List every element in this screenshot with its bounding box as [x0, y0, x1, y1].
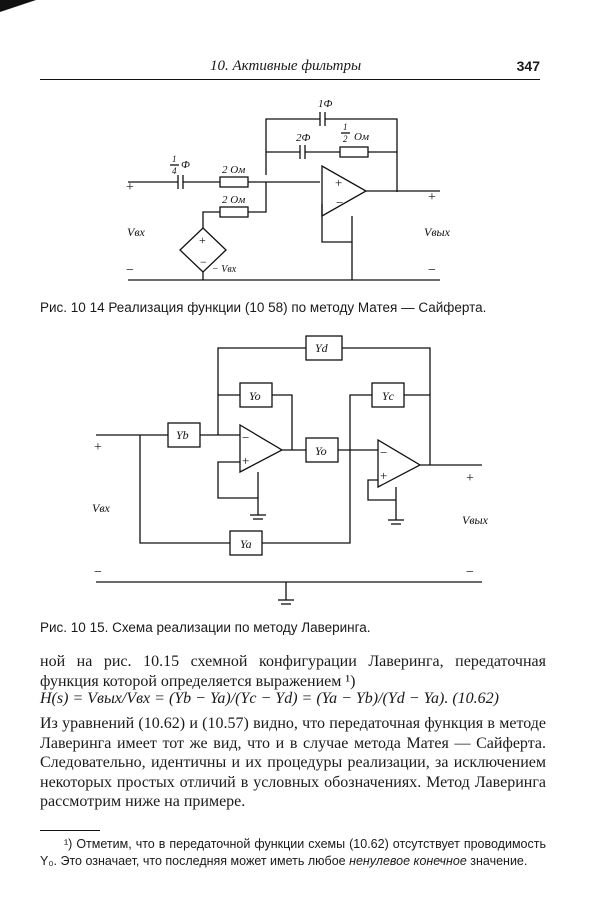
wire — [321, 204, 353, 243]
wire — [262, 450, 351, 544]
footnote-rule — [40, 830, 100, 831]
opamp-1 — [239, 423, 284, 474]
footnote: ¹) Отметим, что в передаточной функции с… — [40, 836, 546, 870]
plus-out: + — [466, 471, 474, 486]
op2-minus: − — [380, 445, 387, 460]
src-plus: + — [199, 233, 206, 247]
op2-plus: + — [380, 468, 387, 483]
wire — [217, 347, 306, 435]
body-paragraph-2: Из уравнений (10.62) и (10.57) видно, чт… — [40, 715, 546, 810]
resistor-2om-top — [219, 176, 249, 188]
wire — [342, 347, 431, 465]
opamp-2 — [377, 438, 422, 489]
res-2om-bottom-label: 2 Ом — [222, 194, 245, 206]
figure-10-15-caption: Рис. 10 15. Схема реализации по методу Л… — [40, 620, 371, 635]
res-half-num: 1 — [343, 122, 348, 132]
plus-in: + — [126, 180, 134, 195]
figure-10-15-circuit: Yd Yo Yc Yb − + Yo − + Ya + − + − Vвх Vв… — [92, 335, 489, 605]
resistor-half-ohm — [339, 146, 369, 158]
yc-label: Yc — [382, 389, 395, 403]
footnote-italic: ненулевое конечное — [349, 854, 467, 868]
page-number: 347 — [516, 58, 540, 74]
admittance-ya — [229, 530, 263, 556]
equation-10-62: H(s) = Vвых/Vвх = (Yb − Ya)/(Yc − Yd) = … — [40, 690, 499, 707]
res-2om-top-label: 2 Ом — [222, 164, 245, 176]
minus-in: − — [126, 263, 134, 278]
figure-10-14-caption: Рис. 10 14 Реализация функции (10 58) по… — [40, 300, 487, 315]
opamp — [321, 164, 368, 218]
plus-out: + — [428, 190, 436, 205]
body-paragraph-1: ной на рис. 10.15 схемной конфигурации Л… — [40, 653, 546, 690]
wire — [272, 394, 293, 450]
wire — [248, 182, 267, 213]
plus-in: + — [94, 440, 102, 455]
wire — [367, 479, 396, 501]
wire — [202, 211, 220, 228]
wire — [349, 394, 372, 450]
admittance-yc — [371, 382, 405, 408]
op1-minus: − — [242, 430, 249, 445]
admittance-yo-2 — [305, 437, 339, 463]
footnote-text-a: ¹) Отметим, что в передаточной функции с… — [40, 837, 546, 868]
figure-10-14-circuit: 1Ф 2Ф 1 2 Ом 1 4 Ф 2 Ом 2 Ом + − − Vвх +… — [126, 98, 451, 281]
yo1-label: Yo — [249, 389, 261, 403]
res-half-den: 2 — [343, 134, 348, 144]
op1-plus: + — [242, 453, 249, 468]
cap-quarter-unit: Ф — [181, 159, 190, 171]
admittance-yb — [167, 422, 201, 448]
yd-label: Yd — [315, 341, 329, 355]
yb-label: Yb — [176, 428, 189, 442]
wire — [325, 118, 398, 192]
ya-label: Ya — [240, 537, 252, 551]
cap-quarter-num: 1 — [172, 154, 177, 164]
src-label: − Vвх — [212, 264, 237, 275]
res-half-unit: Ом — [354, 131, 369, 143]
src-minus: − — [200, 255, 207, 269]
v-out-label: Vвых — [424, 225, 451, 239]
v-in-label: Vвх — [92, 501, 111, 515]
wire — [139, 435, 230, 544]
chapter-title: 10. Активные фильтры — [210, 58, 362, 74]
running-head: 10. Активные фильтры 347 — [40, 56, 540, 80]
yo2-label: Yo — [315, 444, 327, 458]
minus-out: − — [466, 565, 474, 580]
resistor-2om-bottom — [219, 206, 249, 218]
cap-quarter-den: 4 — [172, 166, 177, 176]
header-rule — [40, 79, 540, 80]
opamp-plus: − — [336, 195, 343, 210]
minus-out: − — [428, 263, 436, 278]
corner-mark — [0, 0, 36, 12]
admittance-yd — [305, 335, 343, 361]
minus-in: − — [94, 565, 102, 580]
opamp-minus: + — [335, 175, 342, 190]
footnote-text-b: значение. — [470, 854, 528, 868]
wire — [265, 118, 320, 175]
v-in-label: Vвх — [127, 225, 146, 239]
cap-2f-label: 2Ф — [296, 132, 311, 144]
cap-1f-label: 1Ф — [318, 98, 333, 110]
wire — [217, 461, 258, 499]
v-out-label: Vвых — [462, 513, 489, 527]
